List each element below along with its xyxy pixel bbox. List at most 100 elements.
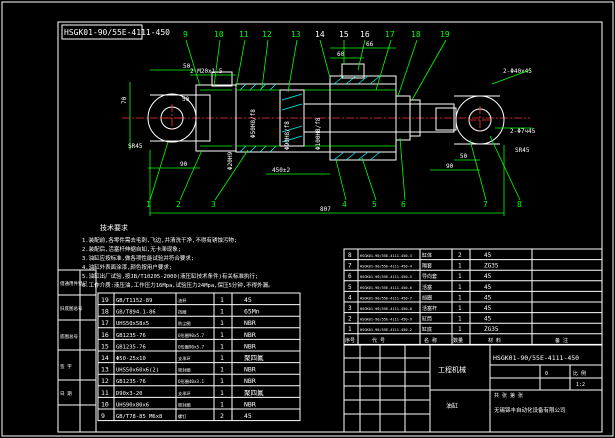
part-qty: 1 — [458, 326, 462, 333]
part-qty: 1 — [220, 366, 224, 374]
title-scale: 1:2 — [576, 382, 585, 388]
part-code: HSGK01-90/55E-4111-450-6 — [360, 286, 412, 290]
header-qty: 数量 — [453, 337, 463, 344]
part-qty: 2 — [220, 412, 224, 420]
fit-label-3: Φ50H8/f8 — [250, 109, 257, 138]
part-no: 12 — [101, 377, 109, 385]
part-code: HSGK01-90/55E-4111-450-8 — [360, 307, 412, 311]
part-code: GB/T1152-89 — [116, 298, 152, 304]
callout-1: 1 — [146, 200, 151, 209]
part-material: ZG35 — [484, 326, 499, 333]
callout-4: 4 — [342, 200, 347, 209]
part-name: 油杯 — [178, 297, 187, 304]
part-no: 19 — [101, 296, 109, 304]
callouts-bottom: 1 2 3 4 5 6 7 8 — [146, 135, 522, 209]
part-no: 6 — [348, 273, 352, 280]
dim-thread: 2-M20x1.5 — [190, 68, 223, 75]
part-material: 45 — [484, 294, 492, 301]
header-note: 备 注 — [555, 337, 568, 344]
part-code: GB1235-76 — [116, 344, 146, 350]
dim-60: 60 — [337, 51, 345, 58]
title-block: 工程机械 油缸 HSGK01-90/55E-4111-450 0 比 例 1:2… — [343, 344, 603, 433]
callout-16: 16 — [360, 30, 370, 39]
dim-sr45-right: SR45 — [515, 147, 530, 154]
part-name: O形圈90x5.7 — [178, 343, 205, 350]
oil-port-left — [211, 71, 233, 87]
dim-50-top: 50 — [183, 63, 191, 70]
part-name: 活塞杆 — [422, 305, 437, 312]
stamp-row-3: 底图总号 — [60, 333, 78, 340]
part-material: NBR — [244, 400, 256, 408]
dim-pin: 2-Φ40x45 — [503, 68, 532, 75]
part-no: 11 — [101, 389, 109, 397]
part-name: 缸筒 — [422, 316, 432, 323]
stamp-row-2: 旧底图总号 — [60, 305, 83, 312]
part-code: HSGK01-90/55E-4111-450-2 — [360, 328, 412, 332]
parts-upper-row: 1 HSGK01-90/55E-4111-450-2 缸底 1 ZG35 — [348, 326, 499, 333]
callout-12: 12 — [262, 30, 272, 39]
note-line-2: 2.装配后,活塞杆伸缩自如,无卡滞现象; — [82, 245, 181, 253]
title-part-name: 油缸 — [446, 402, 458, 410]
part-qty: 1 — [220, 296, 224, 304]
part-no: 4 — [348, 294, 352, 301]
part-name: 支承环 — [178, 390, 191, 397]
part-name: 密封圈 — [178, 401, 191, 408]
part-code: HSGK01-90/55E-4111-450-3 — [360, 254, 412, 258]
part-code: HSGK01-90/55E-4111-450-5 — [360, 275, 412, 279]
part-name: 隔套 — [422, 263, 432, 270]
callout-5: 5 — [372, 200, 377, 209]
part-code: GB1235-76 — [116, 333, 146, 339]
title-weight: 0 — [545, 371, 548, 377]
part-name: 缸底 — [422, 326, 432, 333]
part-no: 10 — [101, 400, 109, 408]
inner-border — [57, 21, 603, 433]
note-line-5: 5.油缸出厂试验,按JB/T10205-2000(液压缸技术条件)有关标准执行; — [82, 272, 258, 280]
dim-90-left: 90 — [180, 161, 188, 168]
notes-title: 技术要求 — [100, 223, 128, 232]
dim-66: 66 — [366, 41, 374, 48]
part-material: NBR — [244, 331, 256, 339]
part-qty: 1 — [220, 389, 224, 397]
note-line-4: 4.油缸外表面涂漆,颜色按用户要求; — [82, 263, 172, 271]
part-qty: 1 — [458, 294, 462, 301]
drawing-number-box: HSGK01-90/55E-4111-450 — [61, 24, 170, 40]
title-product: 工程机械 — [438, 365, 466, 374]
part-no: 16 — [101, 331, 109, 339]
stamp-row-4: 签 字 — [60, 363, 72, 370]
part-material: 45 — [244, 412, 252, 420]
callout-19: 19 — [440, 30, 450, 39]
part-code: HSGK01-90/55E-4111-450-7 — [360, 296, 412, 300]
part-no: 5 — [348, 284, 352, 291]
part-no: 15 — [101, 342, 109, 350]
part-name: 螺钉 — [178, 413, 187, 420]
callout-18: 18 — [411, 30, 421, 39]
callout-3: 3 — [211, 200, 216, 209]
part-name: O形圈40x3.1 — [178, 378, 205, 385]
part-material: 65Mn — [244, 308, 260, 316]
part-qty: 1 — [458, 316, 462, 323]
part-code: GB/T894.1-86 — [116, 310, 156, 316]
part-material: 45 — [484, 284, 492, 291]
dimensions: 50 2-M20x1.5 66 60 70 2-Φ40x45 50 2-Φ7ч4… — [121, 41, 536, 216]
dim-90-right: 90 — [446, 163, 454, 170]
dim-450: 450±2 — [272, 167, 290, 174]
drawing-number-top: HSGK01-90/55E-4111-450 — [64, 28, 170, 37]
part-no: 17 — [101, 319, 109, 327]
stamp-row-1: 借通用件登记 — [60, 280, 87, 287]
part-no: 7 — [348, 263, 352, 270]
part-no: 1 — [348, 326, 352, 333]
part-qty: 1 — [220, 331, 224, 339]
callout-14: 14 — [315, 30, 325, 39]
